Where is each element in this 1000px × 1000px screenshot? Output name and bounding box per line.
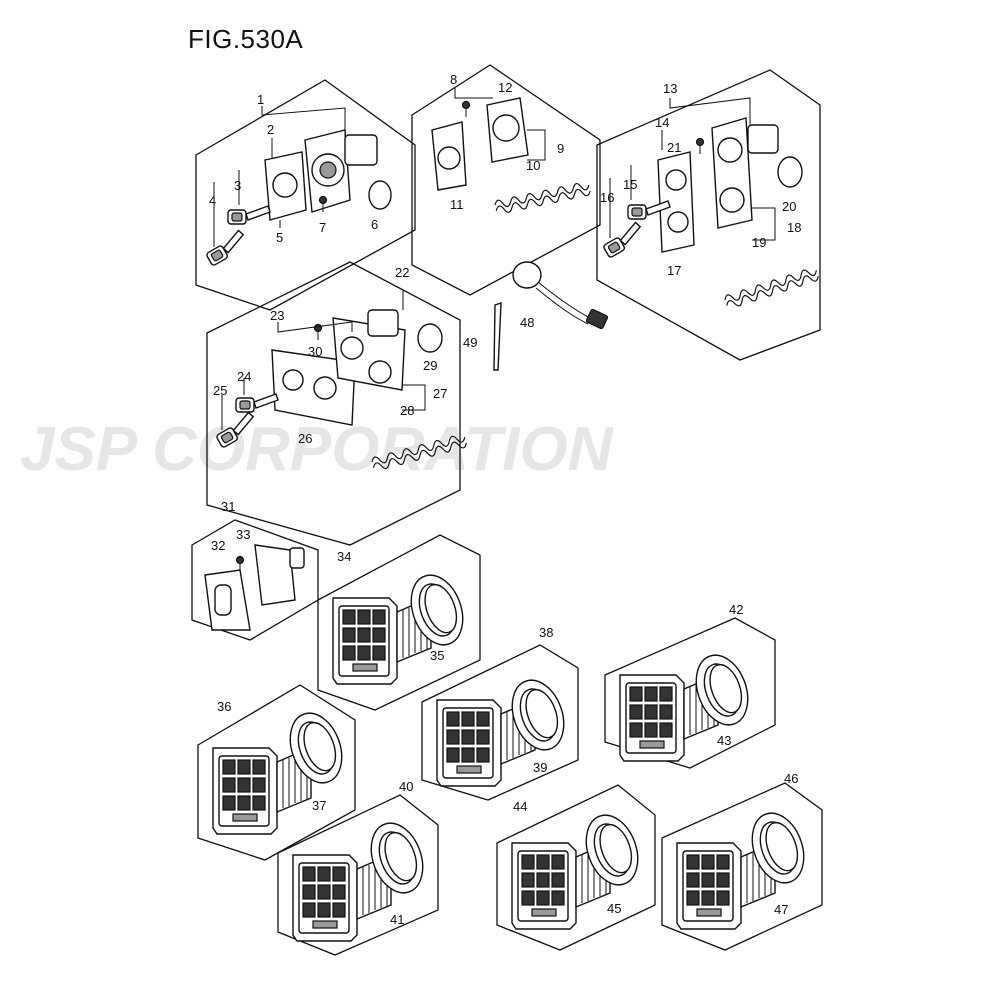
callout-5: 5 — [276, 230, 283, 245]
cable-tie-part-49 — [493, 302, 502, 371]
callout-1: 1 — [257, 92, 264, 107]
callout-24: 24 — [237, 369, 251, 384]
callout-11: 11 — [450, 197, 464, 212]
assembly-group-22 — [206, 261, 468, 546]
callout-25: 25 — [213, 383, 227, 398]
callout-29: 29 — [423, 358, 437, 373]
callout-9: 9 — [557, 141, 564, 156]
assembly-group-8 — [411, 64, 601, 296]
connector-part-48 — [512, 261, 609, 330]
callout-35: 35 — [430, 648, 444, 663]
callout-40: 40 — [399, 779, 413, 794]
assembly-group-42 — [604, 617, 776, 769]
callout-3: 3 — [234, 178, 241, 193]
callout-13: 13 — [663, 81, 677, 96]
callout-4: 4 — [209, 193, 216, 208]
assembly-group-36 — [197, 684, 356, 861]
callout-20: 20 — [782, 199, 796, 214]
callout-42: 42 — [729, 602, 743, 617]
assembly-group-1 — [195, 79, 416, 311]
callout-15: 15 — [623, 177, 637, 192]
callout-26: 26 — [298, 431, 312, 446]
callout-22: 22 — [395, 265, 409, 280]
callout-labels: 1 2 3 4 5 6 7 8 9 10 11 12 13 14 15 16 1… — [209, 72, 801, 927]
callout-47: 47 — [774, 902, 788, 917]
assembly-group-13 — [596, 69, 821, 361]
callout-38: 38 — [539, 625, 553, 640]
callout-17: 17 — [667, 263, 681, 278]
callout-37: 37 — [312, 798, 326, 813]
callout-8: 8 — [450, 72, 457, 87]
callout-43: 43 — [717, 733, 731, 748]
assembly-group-31 — [191, 519, 319, 641]
callout-2: 2 — [267, 122, 274, 137]
callout-28: 28 — [400, 403, 414, 418]
callout-31: 31 — [221, 499, 235, 514]
callout-23: 23 — [270, 308, 284, 323]
callout-10: 10 — [526, 158, 540, 173]
callout-41: 41 — [390, 912, 404, 927]
callout-27: 27 — [433, 386, 447, 401]
callout-16: 16 — [600, 190, 614, 205]
assembly-group-44 — [496, 784, 656, 951]
callout-12: 12 — [498, 80, 512, 95]
callout-30: 30 — [308, 344, 322, 359]
callout-6: 6 — [371, 217, 378, 232]
assembly-group-46 — [661, 782, 823, 951]
callout-39: 39 — [533, 760, 547, 775]
callout-7: 7 — [319, 220, 326, 235]
callout-33: 33 — [236, 527, 250, 542]
callout-46: 46 — [784, 771, 798, 786]
callout-21: 21 — [667, 140, 681, 155]
figure-title: FIG.530A — [188, 24, 304, 54]
callout-45: 45 — [607, 901, 621, 916]
callout-19: 19 — [752, 235, 766, 250]
callout-44: 44 — [513, 799, 527, 814]
callout-34: 34 — [337, 549, 351, 564]
callout-36: 36 — [217, 699, 231, 714]
callout-32: 32 — [211, 538, 225, 553]
assembly-group-34 — [317, 534, 481, 711]
watermark: JSP CORPORATION — [20, 415, 614, 484]
callout-14: 14 — [655, 115, 669, 130]
callout-49: 49 — [463, 335, 477, 350]
assembly-group-38 — [421, 644, 579, 801]
callout-48: 48 — [520, 315, 534, 330]
callout-18: 18 — [787, 220, 801, 235]
assembly-group-40 — [277, 794, 439, 956]
watermark-text: JSP CORPORATION — [20, 415, 614, 484]
